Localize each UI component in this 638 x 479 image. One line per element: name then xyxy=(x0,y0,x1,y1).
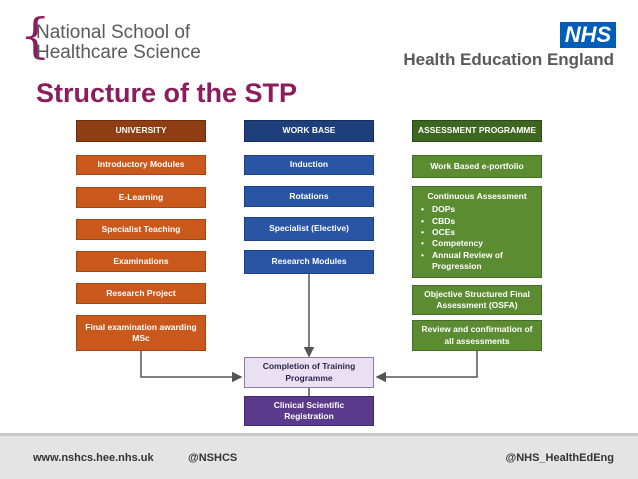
nhs-logo-badge: NHS xyxy=(560,22,616,48)
continuous-assessment-list: DOPs CBDs OCEs Competency Annual Review … xyxy=(419,204,535,273)
university-item-specialist-teaching: Specialist Teaching xyxy=(76,219,206,240)
work-base-item-induction: Induction xyxy=(244,155,374,175)
nshcs-logo: { National School of Healthcare Science xyxy=(20,12,210,68)
clinical-scientific-registration-box: Clinical Scientific Registration xyxy=(244,396,374,426)
university-item-final-examination: Final examination awarding MSc xyxy=(76,315,206,351)
university-item-e-learning: E-Learning xyxy=(76,187,206,208)
footer-twitter-nshcs[interactable]: @NSHCS xyxy=(188,452,238,464)
university-item-research-project: Research Project xyxy=(76,283,206,304)
brace-icon: { xyxy=(20,8,51,64)
work-base-header: WORK BASE xyxy=(244,120,374,142)
assessment-header: ASSESSMENT PROGRAMME xyxy=(412,120,542,142)
assessment-e-portfolio: Work Based e-portfolio xyxy=(412,155,542,178)
assessment-to-completion-arrow xyxy=(375,351,478,383)
university-item-examinations: Examinations xyxy=(76,251,206,272)
work-base-item-rotations: Rotations xyxy=(244,186,374,207)
continuous-assessment-item-competency: Competency xyxy=(419,238,535,250)
footer-twitter-hee[interactable]: @NHS_HealthEdEng xyxy=(505,452,614,464)
work-base-item-research-modules: Research Modules xyxy=(244,250,374,274)
assessment-continuous-box: Continuous Assessment DOPs CBDs OCEs Com… xyxy=(412,186,542,278)
continuous-assessment-item-dops: DOPs xyxy=(419,204,535,216)
work-base-item-specialist-elective: Specialist (Elective) xyxy=(244,217,374,241)
continuous-assessment-title: Continuous Assessment xyxy=(427,191,527,201)
continuous-assessment-item-oces: OCEs xyxy=(419,227,535,239)
university-to-completion-arrow xyxy=(140,351,243,383)
hee-logo-text: Health Education England xyxy=(403,50,614,69)
nshcs-logo-line1: National School of xyxy=(36,22,191,43)
completion-of-training-box: Completion of Training Programme xyxy=(244,357,374,388)
footer-bar: www.nshcs.hee.nhs.uk @NSHCS @NHS_HealthE… xyxy=(0,433,638,479)
university-item-introductory-modules: Introductory Modules xyxy=(76,155,206,175)
assessment-review: Review and confirmation of all assessmen… xyxy=(412,320,542,351)
assessment-osfa: Objective Structured Final Assessment (O… xyxy=(412,285,542,315)
university-header: UNIVERSITY xyxy=(76,120,206,142)
slide-title: Structure of the STP xyxy=(36,78,298,108)
nshcs-logo-line2: Healthcare Science xyxy=(36,42,201,63)
continuous-assessment-item-cbds: CBDs xyxy=(419,216,535,228)
footer-website-link[interactable]: www.nshcs.hee.nhs.uk xyxy=(33,452,154,464)
continuous-assessment-item-annual-review: Annual Review of Progression xyxy=(419,250,535,273)
